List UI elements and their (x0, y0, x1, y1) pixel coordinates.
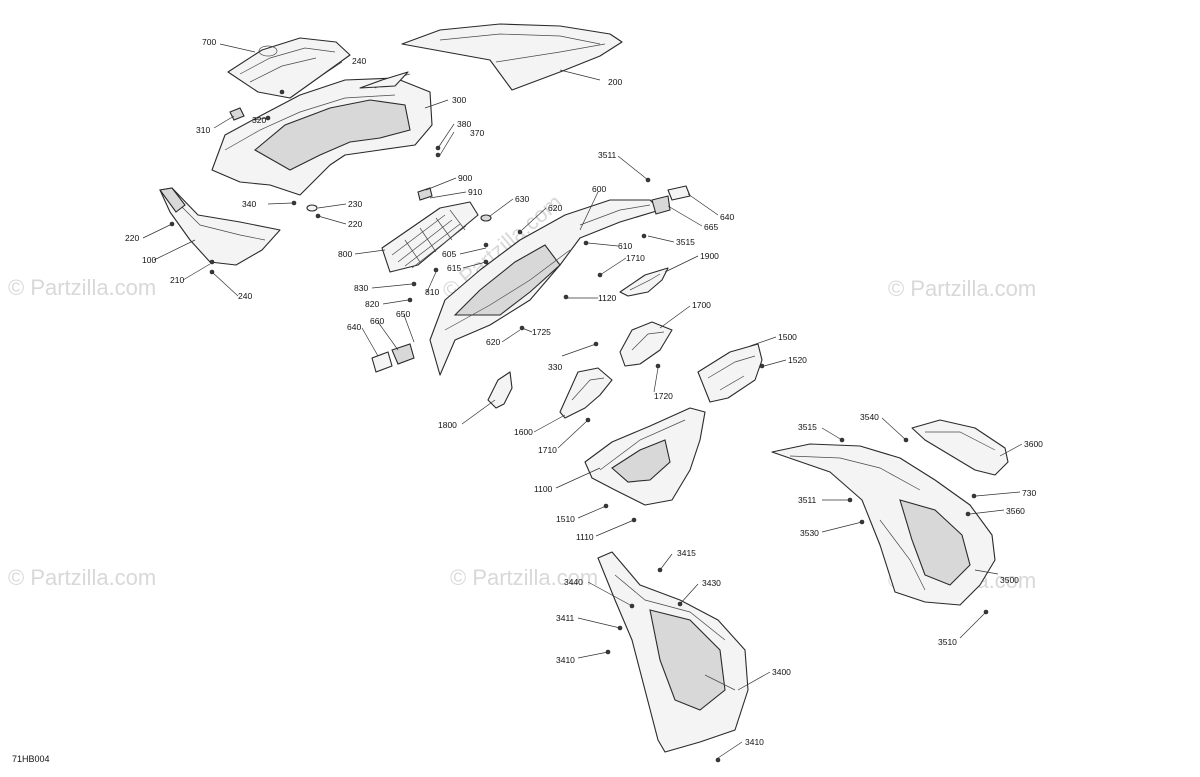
callout-700[interactable]: 700 (202, 37, 216, 47)
callout-3400[interactable]: 3400 (772, 667, 791, 677)
part-1800-bracket[interactable] (487, 371, 513, 409)
watermark: © Partzilla.com (888, 276, 1036, 301)
callout-630[interactable]: 630 (515, 194, 529, 204)
callout-1120[interactable]: 1120 (598, 293, 617, 303)
part-100-left-side-panel[interactable] (159, 187, 281, 266)
callout-1710-lower[interactable]: 1710 (538, 445, 557, 455)
leader-lines (142, 43, 1023, 759)
callout-3511-right[interactable]: 3511 (798, 495, 817, 505)
callout-210[interactable]: 210 (170, 275, 184, 285)
callout-3430[interactable]: 3430 (702, 578, 721, 588)
callout-1100[interactable]: 1100 (534, 484, 553, 494)
callout-640-left[interactable]: 640 (347, 322, 361, 332)
callout-380[interactable]: 380 (457, 119, 471, 129)
part-3400-lower-side-panel[interactable] (597, 551, 749, 753)
part-200-roof-panel[interactable] (401, 23, 623, 91)
callout-830[interactable]: 830 (354, 283, 368, 293)
part-660-bracket[interactable] (391, 343, 415, 365)
part-800-front-grille[interactable] (381, 201, 479, 273)
diagram-code: 71HB004 (12, 754, 50, 764)
callout-1600[interactable]: 1600 (514, 427, 533, 437)
callout-1725[interactable]: 1725 (532, 327, 551, 337)
part-665-bracket[interactable] (651, 195, 671, 215)
part-3500-right-side-panel[interactable] (771, 443, 996, 606)
part-900-clip[interactable] (417, 187, 433, 201)
callout-310[interactable]: 310 (196, 125, 210, 135)
callout-605[interactable]: 605 (442, 249, 456, 259)
part-1900-bracket[interactable] (619, 267, 669, 297)
callout-1720[interactable]: 1720 (654, 391, 673, 401)
callout-300[interactable]: 300 (452, 95, 466, 105)
callout-3515-right[interactable]: 3515 (798, 422, 817, 432)
callout-810[interactable]: 810 (425, 287, 439, 297)
callout-600[interactable]: 600 (592, 184, 606, 194)
watermark: © Partzilla.com (450, 565, 598, 590)
callout-220-right[interactable]: 220 (348, 219, 362, 229)
callout-3600[interactable]: 3600 (1024, 439, 1043, 449)
callout-730[interactable]: 730 (1022, 488, 1036, 498)
callout-3511[interactable]: 3511 (598, 150, 617, 160)
callout-3540[interactable]: 3540 (860, 412, 879, 422)
callout-660[interactable]: 660 (370, 316, 384, 326)
part-300-dash-frame[interactable] (211, 71, 433, 196)
callout-370[interactable]: 370 (470, 128, 484, 138)
part-700-top-cover[interactable] (227, 37, 351, 99)
callout-620-lower[interactable]: 620 (486, 337, 500, 347)
callout-100[interactable]: 100 (142, 255, 156, 265)
callout-3415[interactable]: 3415 (677, 548, 696, 558)
callout-3515[interactable]: 3515 (676, 237, 695, 247)
callout-1900[interactable]: 1900 (700, 251, 719, 261)
callout-1510[interactable]: 1510 (556, 514, 575, 524)
callout-1520[interactable]: 1520 (788, 355, 807, 365)
callout-320[interactable]: 320 (252, 115, 266, 125)
part-310-clip[interactable] (229, 107, 245, 121)
callout-3500[interactable]: 3500 (1000, 575, 1019, 585)
part-640-reflector-right[interactable] (667, 185, 691, 201)
callout-820[interactable]: 820 (365, 299, 379, 309)
callout-240-lower[interactable]: 240 (238, 291, 252, 301)
part-630-grommet[interactable] (480, 214, 492, 222)
callout-615[interactable]: 615 (447, 263, 461, 273)
callout-240[interactable]: 240 (352, 56, 366, 66)
callout-3410[interactable]: 3410 (556, 655, 575, 665)
callout-910[interactable]: 910 (468, 187, 482, 197)
callout-3410-lower[interactable]: 3410 (745, 737, 764, 747)
callout-3440[interactable]: 3440 (564, 577, 583, 587)
part-1700-bracket[interactable] (619, 321, 673, 367)
part-640-reflector-left[interactable] (371, 351, 393, 373)
callout-1500[interactable]: 1500 (778, 332, 797, 342)
callout-3411[interactable]: 3411 (556, 613, 575, 623)
callout-340[interactable]: 340 (242, 199, 256, 209)
callout-800[interactable]: 800 (338, 249, 352, 259)
callout-610[interactable]: 610 (618, 241, 632, 251)
part-600-front-fascia[interactable] (429, 199, 661, 376)
watermark: © Partzilla.com (8, 565, 156, 590)
part-1500-cover[interactable] (697, 343, 763, 403)
part-1100-lower-panel[interactable] (584, 407, 706, 506)
callout-3530[interactable]: 3530 (800, 528, 819, 538)
part-1600-bracket[interactable] (559, 367, 613, 419)
watermark: © Partzilla.com (8, 275, 156, 300)
callout-1110[interactable]: 1110 (576, 532, 594, 542)
callout-labels: 700 240 300 310 320 380 370 200 340 230 … (125, 37, 1043, 747)
callout-3510[interactable]: 3510 (938, 637, 957, 647)
callout-330[interactable]: 330 (548, 362, 562, 372)
part-230-washer[interactable] (306, 204, 318, 212)
callout-1800[interactable]: 1800 (438, 420, 457, 430)
callout-3560[interactable]: 3560 (1006, 506, 1025, 516)
callout-900[interactable]: 900 (458, 173, 472, 183)
part-3600-handle-cover[interactable] (911, 419, 1009, 476)
callout-640-right[interactable]: 640 (720, 212, 734, 222)
callout-200[interactable]: 200 (608, 77, 622, 87)
callout-620[interactable]: 620 (548, 203, 562, 213)
callout-650[interactable]: 650 (396, 309, 410, 319)
callout-1700[interactable]: 1700 (692, 300, 711, 310)
callout-220-left[interactable]: 220 (125, 233, 139, 243)
callout-230[interactable]: 230 (348, 199, 362, 209)
callout-1710[interactable]: 1710 (626, 253, 645, 263)
callout-665[interactable]: 665 (704, 222, 718, 232)
